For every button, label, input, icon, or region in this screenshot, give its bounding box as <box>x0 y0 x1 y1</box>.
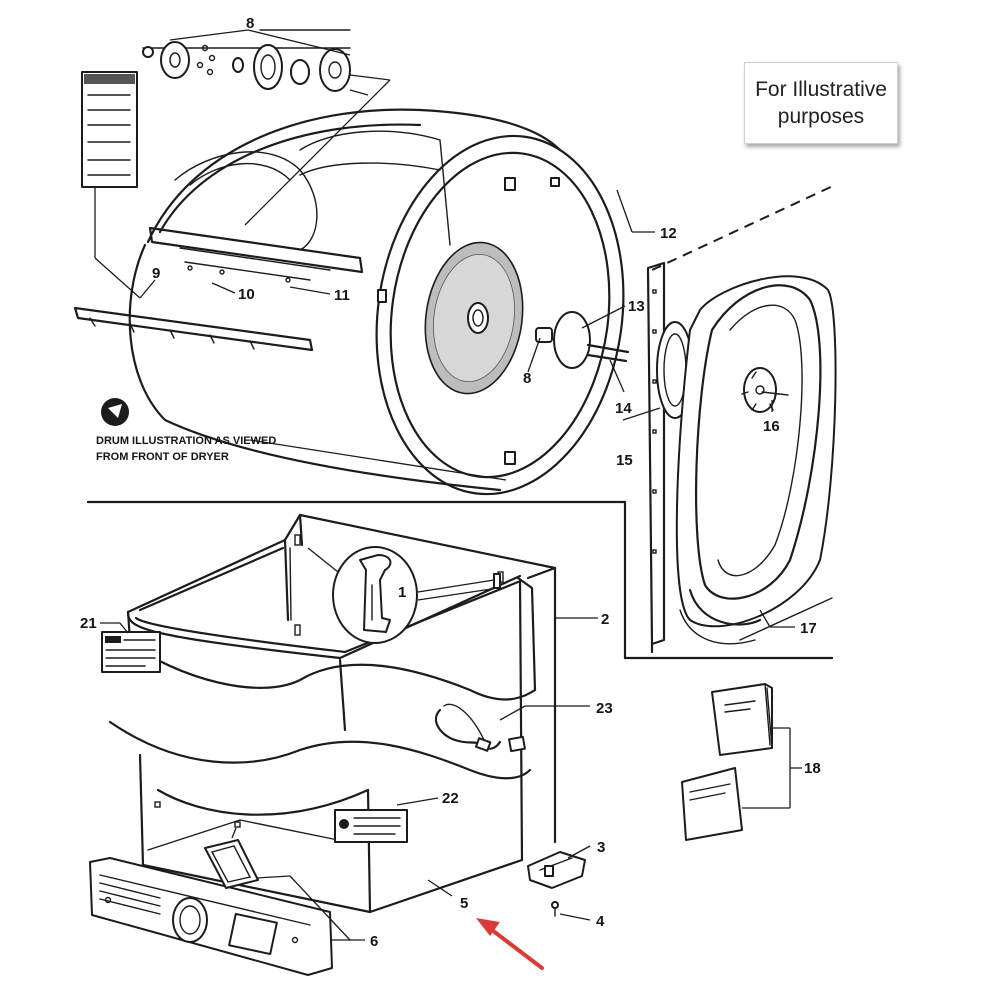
wire-harness <box>434 703 590 753</box>
callout-4: 4 <box>596 913 605 930</box>
caption-line-2: FROM FRONT OF DRYER <box>96 451 229 463</box>
rear-bulkhead <box>622 184 837 660</box>
callout-12: 12 <box>660 225 677 242</box>
illustrative-note-text: For Illustrative purposes <box>755 78 887 128</box>
callout-18: 18 <box>804 760 821 777</box>
drum <box>128 108 630 496</box>
callout-2: 2 <box>601 611 609 628</box>
callout-8-drum: 8 <box>523 370 531 387</box>
caption-line-1: DRUM ILLUSTRATION AS VIEWED <box>96 435 276 447</box>
cabinet-label <box>100 622 161 673</box>
callout-13: 13 <box>628 298 645 315</box>
callout-5: 5 <box>460 895 468 912</box>
door-catch <box>427 845 591 921</box>
hinge-inset <box>307 546 501 644</box>
front-view-icon <box>101 398 507 481</box>
hub-assembly-exploded <box>142 29 391 226</box>
highlight-arrow <box>476 918 544 970</box>
callout-15: 15 <box>616 452 633 469</box>
callout-11: 11 <box>334 287 350 304</box>
owner-manuals <box>681 683 802 841</box>
callout-3: 3 <box>597 839 605 856</box>
callout-22: 22 <box>442 790 459 807</box>
callout-numbers: 8 9 10 11 12 13 8 14 15 16 17 1 2 21 23 … <box>80 15 821 950</box>
warning-label <box>334 797 439 843</box>
drum-label-and-baffle <box>73 71 314 352</box>
callout-1: 1 <box>398 584 406 601</box>
cabinet <box>86 500 627 914</box>
illustrative-note: For Illustrative purposes <box>744 62 898 144</box>
callout-23: 23 <box>596 700 613 717</box>
toe-panel <box>89 827 365 976</box>
callout-6: 6 <box>370 933 378 950</box>
drum-leaders <box>211 189 655 393</box>
callout-8-top: 8 <box>246 15 254 32</box>
callout-17: 17 <box>800 620 817 637</box>
callout-9: 9 <box>152 265 160 282</box>
callout-14: 14 <box>615 400 632 417</box>
callout-16: 16 <box>763 418 780 435</box>
callout-21: 21 <box>80 615 97 632</box>
callout-10: 10 <box>238 286 255 303</box>
